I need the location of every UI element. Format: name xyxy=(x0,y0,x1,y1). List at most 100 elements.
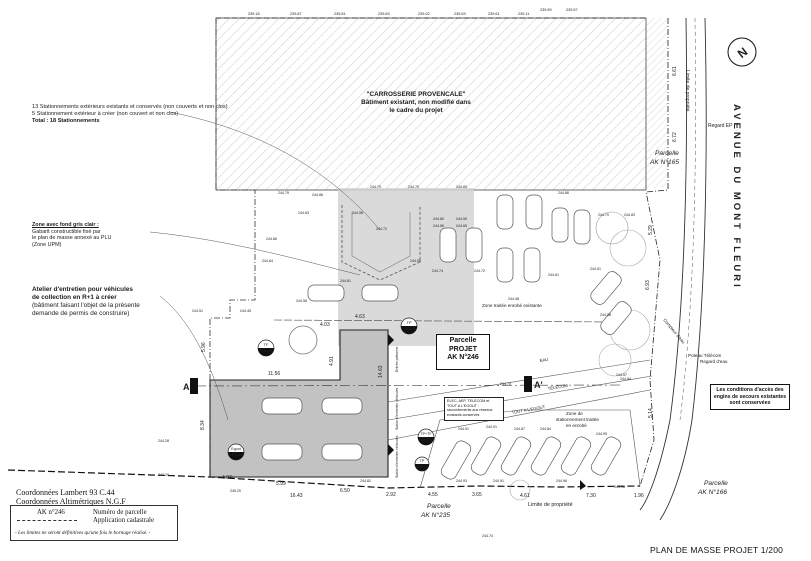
elec-line-2: TOUT A L'EGOUT : xyxy=(447,403,479,408)
leader-line xyxy=(149,231,361,276)
svg-text:5.99: 5.99 xyxy=(276,481,286,487)
tree-icon xyxy=(509,479,531,501)
zone-stationnement-label-1: Zone de xyxy=(566,411,583,416)
level-marker-tp-top: TP +244.05 xyxy=(400,317,418,335)
north-arrow-icon: N xyxy=(727,37,757,67)
svg-text:244.84: 244.84 xyxy=(540,427,551,431)
ramp-path xyxy=(341,205,421,281)
svg-text:244.80: 244.80 xyxy=(433,217,444,221)
car-icon xyxy=(600,301,632,335)
atelier-annotation: Atelier d'entretien pour véhicules de co… xyxy=(32,286,172,318)
parcelle-165-label-1: Parcelle xyxy=(655,150,679,157)
svg-text:+251.20: +251.20 xyxy=(230,453,242,457)
spot-levels: 244.79 244.86 244.63 244.56 244.72 244.8… xyxy=(158,185,635,493)
leader-line xyxy=(159,295,229,421)
entree-pietonne-label: Entrée piétonne xyxy=(395,347,399,372)
tree-icon xyxy=(288,325,318,355)
limite-propriete-road-label: Limite de propriété xyxy=(684,70,690,112)
compteur-eau-label: Compteur d'eau xyxy=(662,317,686,344)
car-icon xyxy=(361,284,399,302)
svg-text:244.51: 244.51 xyxy=(590,267,601,271)
svg-text:5.29: 5.29 xyxy=(648,225,654,235)
level-marker-tf: TF +244.05 xyxy=(257,339,275,357)
svg-text:244.72: 244.72 xyxy=(474,269,485,273)
svg-text:4.63: 4.63 xyxy=(355,314,365,320)
car-icon xyxy=(321,397,363,415)
svg-text:+245.00: +245.00 xyxy=(419,438,432,442)
svg-text:244.58: 244.58 xyxy=(600,313,611,317)
svg-text:244.72: 244.72 xyxy=(376,227,387,231)
elec-line-4: existants conservés xyxy=(447,413,480,418)
regard-ep-label: Regard EP xyxy=(708,123,733,129)
svg-text:244.83: 244.83 xyxy=(624,213,635,217)
svg-text:+244.05: +244.05 xyxy=(259,349,272,353)
svg-text:+244.05: +244.05 xyxy=(402,327,415,331)
car-icon xyxy=(530,436,562,476)
network-line-1 xyxy=(387,359,651,403)
carrosserie-line-2: Bâtiment existant, non modifié dans xyxy=(361,99,471,106)
zone-gabarit-line-3: (Zone UPM) xyxy=(32,241,62,248)
conditions-line-3: sont conservées xyxy=(729,400,771,407)
svg-text:4.91: 4.91 xyxy=(329,356,335,366)
svg-text:11.56: 11.56 xyxy=(268,371,280,377)
elec-line-1: ELEC, AEP, TELECOM et xyxy=(447,399,490,403)
svg-text:TP: TP xyxy=(406,320,411,325)
property-boundary-left xyxy=(209,18,256,470)
svg-text:244.87: 244.87 xyxy=(514,427,525,431)
svg-text:239.81: 239.81 xyxy=(334,12,346,16)
ramp-path-inner xyxy=(351,212,411,273)
tree-icon xyxy=(609,229,647,267)
car-icon xyxy=(590,436,622,476)
tout-egout-label: TOUT A L'EGOUT xyxy=(511,404,546,415)
atelier-line-1: Atelier d'entretien pour véhicules xyxy=(32,286,133,293)
regard-eau-label: Regard d'eau xyxy=(700,359,728,364)
property-boundary-bottom xyxy=(7,469,641,489)
section-marker-a-prime-box xyxy=(524,376,532,392)
legend-box: AK n°246 Numéro de parcelle Application … xyxy=(10,505,178,541)
svg-text:244.75: 244.75 xyxy=(500,382,511,386)
access-arrow-icon xyxy=(388,334,394,346)
svg-text:244.56: 244.56 xyxy=(352,211,363,215)
parcelle-projet-line-2: PROJET xyxy=(448,345,477,353)
car-icon xyxy=(590,271,622,305)
atelier-line-4: demande de permis de construire) xyxy=(32,310,130,317)
avenue-edge-right xyxy=(659,17,707,521)
leader-line xyxy=(169,111,381,231)
parcelle-projet-line-1: Parcelle xyxy=(449,337,477,344)
tree-icon xyxy=(598,343,632,377)
car-icon xyxy=(496,247,514,283)
svg-text:244.65: 244.65 xyxy=(456,224,467,228)
svg-text:244.63: 244.63 xyxy=(298,211,309,215)
svg-text:1.96: 1.96 xyxy=(634,493,644,499)
svg-text:239.57: 239.57 xyxy=(566,8,578,12)
parcelle-166-label-1: Parcelle xyxy=(704,480,728,487)
zone-traitee-label: Zone traitée enrobé existante xyxy=(482,303,542,308)
parcelle-166-label-2: AK N°166 xyxy=(697,488,727,496)
top-levels: 239.18 239.87 239.81 239.63 239.02 239.6… xyxy=(248,8,578,16)
zone-stationnement-label-2: stationnement traitée xyxy=(556,417,599,422)
section-line xyxy=(195,384,621,387)
svg-text:244.59: 244.59 xyxy=(456,217,467,221)
svg-text:244.66: 244.66 xyxy=(266,237,277,241)
parcelle-235-label-1: Parcelle xyxy=(427,503,451,510)
svg-text:239.11: 239.11 xyxy=(518,12,529,16)
svg-text:244.79: 244.79 xyxy=(278,191,289,195)
level-marker-egout: Egout +251.20 xyxy=(227,443,245,461)
poteau-telecom-label: Poteau Télécom xyxy=(688,353,722,358)
plan-title: PLAN DE MASSE PROJET 1/200 xyxy=(650,545,784,555)
svg-text:244.70: 244.70 xyxy=(408,185,419,189)
parcelle-165-label-2: AK N°165 xyxy=(649,158,679,166)
atelier-line-2: de collection en R+1 à créer xyxy=(32,294,117,301)
legend-cadastral-line xyxy=(17,520,77,521)
svg-text:244.82: 244.82 xyxy=(360,479,371,483)
svg-text:244.96: 244.96 xyxy=(556,479,567,483)
station-vehicules-2-label: Station d'entretien véhicules xyxy=(395,435,399,478)
svg-text:239.87: 239.87 xyxy=(290,12,302,16)
zone-stationnement-label-3: en enrobé xyxy=(566,423,587,428)
car-icon xyxy=(573,209,591,245)
legend-note: - Les limites ne seront définitives qu'u… xyxy=(15,530,151,536)
carrosserie-annotation: "CARROSSERIE PROVENCALE" Bâtiment exista… xyxy=(356,91,476,115)
existing-building-hatch xyxy=(215,17,647,191)
svg-text:239.63: 239.63 xyxy=(378,12,390,16)
